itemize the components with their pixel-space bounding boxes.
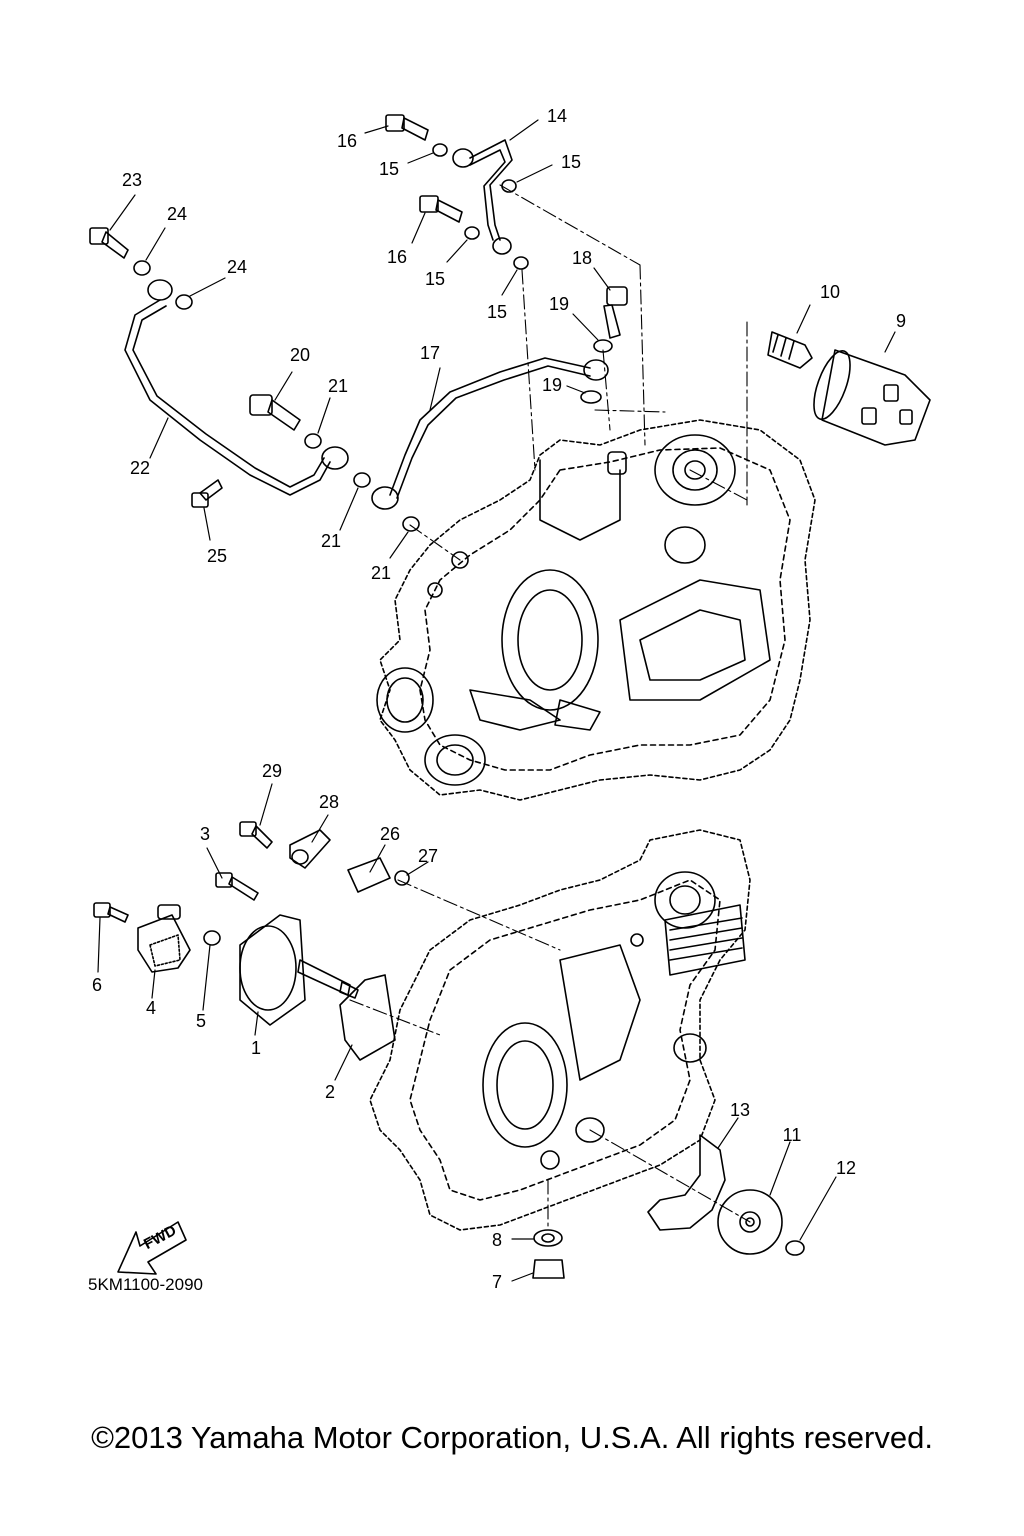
callout-1: 1 bbox=[250, 1038, 262, 1058]
part-code: 5KM1100-2090 bbox=[88, 1275, 203, 1294]
callout-13: 13 bbox=[729, 1100, 751, 1120]
callout-4: 4 bbox=[145, 998, 157, 1018]
callout-29: 29 bbox=[261, 761, 283, 781]
callout-6: 6 bbox=[91, 975, 103, 995]
oil-strainer bbox=[137, 904, 191, 973]
union-bolt-20 bbox=[249, 394, 301, 431]
callout-15c: 15 bbox=[424, 269, 446, 289]
callout-24a: 24 bbox=[166, 204, 188, 224]
callout-10: 10 bbox=[819, 282, 841, 302]
oil-pipe-14 bbox=[452, 139, 513, 255]
filter-union-bolt bbox=[767, 331, 813, 369]
callout-21c: 21 bbox=[370, 563, 392, 583]
circlip bbox=[785, 1240, 805, 1256]
callout-9: 9 bbox=[895, 311, 907, 331]
callout-11: 11 bbox=[782, 1125, 802, 1145]
callout-18: 18 bbox=[571, 248, 593, 268]
callout-15a: 15 bbox=[378, 159, 400, 179]
callout-14: 14 bbox=[546, 106, 568, 126]
union-bolt-16a bbox=[385, 114, 429, 141]
copyright-notice: ©2013 Yamaha Motor Corporation, U.S.A. A… bbox=[91, 1420, 933, 1455]
oil-pipe-22 bbox=[124, 279, 349, 496]
union-bolt-23 bbox=[89, 227, 129, 259]
union-bolt-16b bbox=[419, 195, 463, 223]
callout-5: 5 bbox=[195, 1011, 207, 1031]
callout-16a: 16 bbox=[336, 131, 358, 151]
callout-21b: 21 bbox=[320, 531, 342, 551]
union-bolt-18 bbox=[603, 286, 628, 339]
callout-2: 2 bbox=[324, 1082, 336, 1102]
pump-gasket bbox=[339, 974, 396, 1061]
callout-15d: 15 bbox=[486, 302, 508, 322]
callout-16b: 16 bbox=[386, 247, 408, 267]
callout-28: 28 bbox=[318, 792, 340, 812]
drain-bolt bbox=[532, 1229, 565, 1279]
oil-filter bbox=[813, 349, 931, 446]
small-parts-lower bbox=[93, 821, 410, 946]
crankcase-right bbox=[376, 419, 816, 801]
callout-19a: 19 bbox=[548, 294, 570, 314]
callout-27: 27 bbox=[417, 846, 439, 866]
oil-pipe-17 bbox=[371, 357, 609, 510]
callout-19b: 19 bbox=[541, 375, 563, 395]
fwd-arrow-icon bbox=[117, 1221, 187, 1275]
callout-15b: 15 bbox=[560, 152, 582, 172]
callout-17: 17 bbox=[419, 343, 441, 363]
sprocket bbox=[717, 1189, 783, 1255]
bolt-25 bbox=[191, 479, 223, 508]
callout-7: 7 bbox=[491, 1272, 503, 1292]
drive-chain bbox=[647, 1134, 726, 1231]
callout-3: 3 bbox=[199, 824, 211, 844]
callout-24b: 24 bbox=[226, 257, 248, 277]
callout-25: 25 bbox=[206, 546, 228, 566]
reference-lines bbox=[349, 184, 751, 1231]
leader-lines bbox=[97, 119, 896, 1282]
callout-22: 22 bbox=[129, 458, 151, 478]
crankcase-left bbox=[369, 829, 751, 1231]
callout-21a: 21 bbox=[327, 376, 349, 396]
oil-pump bbox=[239, 914, 359, 1026]
callout-8: 8 bbox=[491, 1230, 503, 1250]
callout-12: 12 bbox=[835, 1158, 857, 1178]
callout-26: 26 bbox=[379, 824, 401, 844]
callout-20: 20 bbox=[289, 345, 311, 365]
callout-23: 23 bbox=[121, 170, 143, 190]
